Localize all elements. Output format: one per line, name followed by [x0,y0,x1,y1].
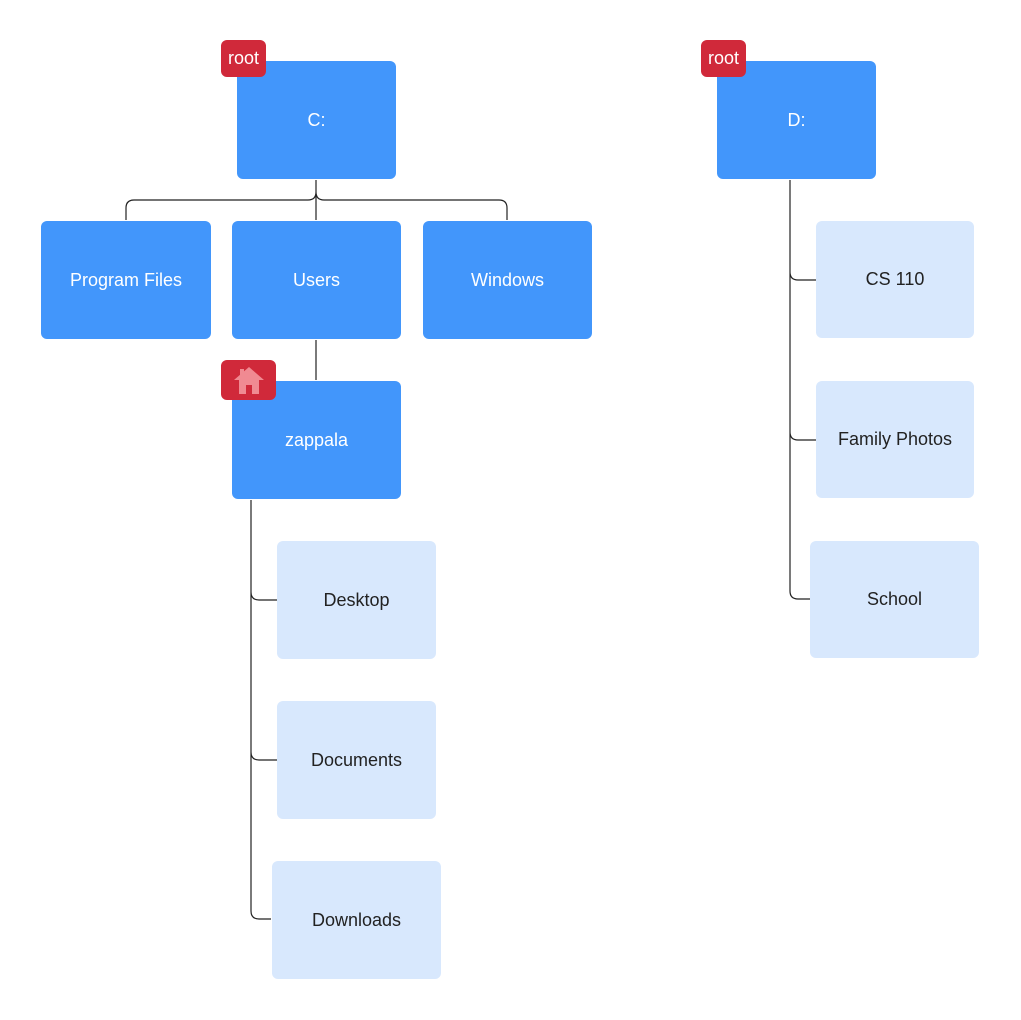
root-badge-c-label: root [227,48,260,68]
folder-label: School [866,589,923,609]
drive-d-node[interactable]: D: [717,61,876,179]
drive-d-label: D: [787,109,806,130]
folder-label: Desktop [323,589,390,610]
folder-label: Users [292,269,340,290]
folder-cs-110[interactable]: CS 110 [816,221,974,338]
folder-zappala[interactable]: zappala [232,381,401,499]
root-badge-c: root [221,40,266,77]
root-badge-d: root [701,40,746,77]
folder-desktop[interactable]: Desktop [277,541,436,659]
connector-zappala-to-children [250,500,277,920]
connector-d-to-children [789,180,816,600]
folder-school[interactable]: School [810,541,979,658]
folder-label: Family Photos [837,429,953,449]
folder-windows[interactable]: Windows [423,221,592,339]
folder-label: CS 110 [865,269,925,289]
folder-label: Documents [310,749,403,770]
folder-documents[interactable]: Documents [277,701,436,819]
drive-c-label: C: [307,109,326,130]
folder-label: zappala [284,429,349,450]
folder-label: Downloads [311,909,402,930]
folder-label: Windows [470,269,545,290]
folder-users[interactable]: Users [232,221,401,339]
home-badge [221,360,276,400]
home-icon [233,367,264,394]
folder-family-photos[interactable]: Family Photos [816,381,974,498]
folder-label: Program Files [69,269,183,290]
drive-c-node[interactable]: C: [237,61,396,179]
folder-downloads[interactable]: Downloads [272,861,441,979]
folder-program-files[interactable]: Program Files [41,221,211,339]
root-badge-d-label: root [707,48,740,68]
connector-c-to-children [125,180,508,220]
